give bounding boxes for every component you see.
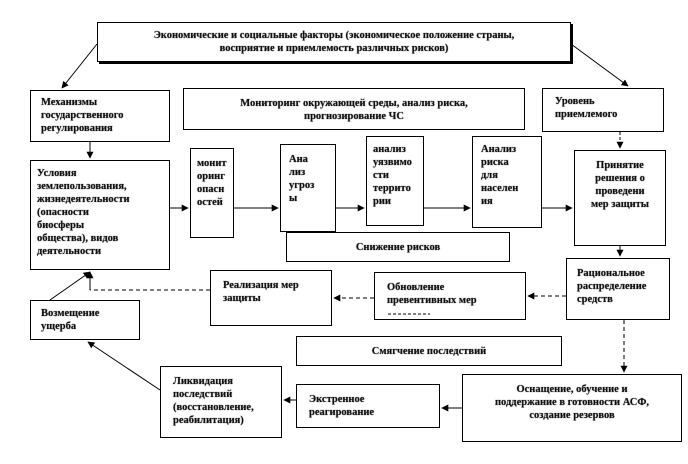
node-emergency-label: Экстренное реагирование: [309, 394, 375, 418]
node-factors-label: Экономические и социальные факторы (экон…: [153, 30, 515, 54]
node-mitigation: Смягчение последствий: [296, 336, 562, 366]
node-threat-analysis: Ана лиз угроз ы: [280, 144, 336, 232]
node-rational: Рациональное распределение средств: [566, 258, 670, 320]
node-decision: Принятие решения о проведени мер защиты: [574, 150, 666, 246]
node-monitoring: Мониторинг окружающей среды, анализ риск…: [183, 88, 525, 130]
node-territory-analysis-label: анализ уязвимо сти террито рии: [373, 144, 412, 207]
node-mitigation-label: Смягчение последствий: [371, 346, 487, 357]
node-liquidation: Ликвидация последствий (восстановление, …: [160, 366, 282, 438]
arrow-factors-to-level: [570, 43, 629, 87]
node-implementation-label: Реализация мер защиты: [223, 280, 299, 304]
node-update-label: Обновление превентивных мер: [387, 282, 477, 306]
node-conditions-label: Условия землепользования, жизнедеятельно…: [37, 168, 130, 257]
node-rational-label: Рациональное распределение средств: [577, 268, 647, 305]
arrow-liquidation-to-compensation: [87, 341, 161, 391]
node-monitor-dangers: монит оринг опасн остей: [190, 148, 234, 238]
node-population-analysis-label: Анализ риска для населен ия: [481, 144, 519, 207]
node-level: Уровень приемлемого: [542, 88, 664, 132]
node-implementation: Реализация мер защиты: [210, 270, 332, 326]
node-compensation: Возмещение ущерба: [30, 300, 140, 340]
node-risk-reduction-label: Снижение рисков: [355, 242, 441, 253]
node-factors: Экономические и социальные факторы (экон…: [97, 22, 571, 62]
node-level-label: Уровень приемлемого: [555, 96, 618, 120]
arrow-factors-to-mechanisms: [61, 43, 98, 89]
node-risk-reduction: Снижение рисков: [286, 232, 510, 262]
node-territory-analysis: анализ уязвимо сти террито рии: [366, 136, 424, 226]
node-emergency: Экстренное реагирование: [296, 384, 440, 428]
arrow-compensation-to-conditions: [49, 271, 91, 301]
node-mechanisms: Механизмы государственного регулирования: [30, 90, 170, 142]
node-compensation-label: Возмещение ущерба: [41, 308, 100, 332]
node-liquidation-label: Ликвидация последствий (восстановление, …: [173, 376, 254, 426]
node-equipment-label: Оснащение, обучение и поддержание в гото…: [494, 384, 650, 421]
node-conditions: Условия землепользования, жизнедеятельно…: [30, 160, 170, 270]
node-equipment: Оснащение, обучение и поддержание в гото…: [462, 374, 682, 442]
node-population-analysis: Анализ риска для населен ия: [472, 136, 542, 228]
node-mechanisms-label: Механизмы государственного регулирования: [41, 97, 124, 134]
node-decision-label: Принятие решения о проведени мер защиты: [590, 160, 650, 210]
node-monitoring-label: Мониторинг окружающей среды, анализ риск…: [240, 98, 468, 122]
node-monitor-dangers-label: монит оринг опасн остей: [197, 158, 227, 208]
node-threat-analysis-label: Ана лиз угроз ы: [289, 154, 315, 204]
node-update: Обновление превентивных мер: [374, 272, 526, 320]
